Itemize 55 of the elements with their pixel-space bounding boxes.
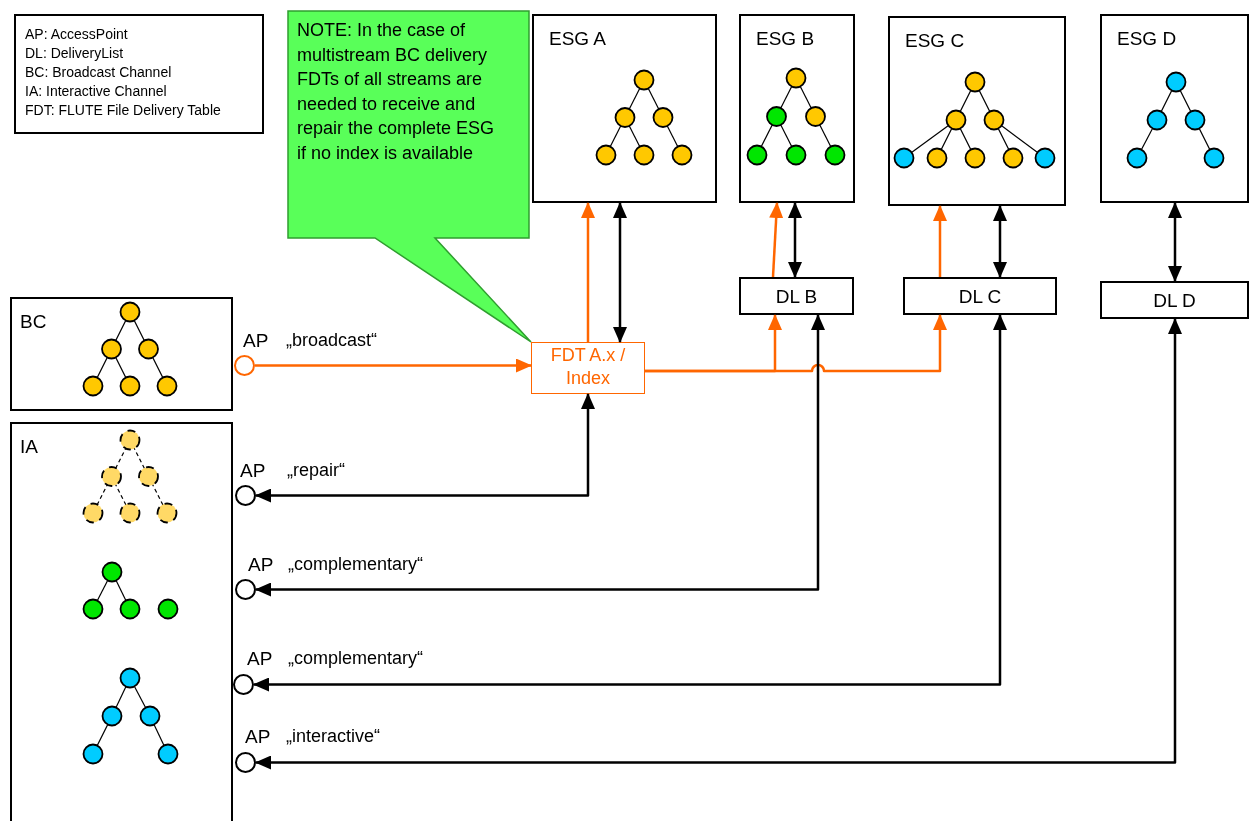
- delivery-list-box: [1100, 281, 1249, 319]
- abbreviation-text: BC: Broadcast Channel: [25, 64, 172, 80]
- channel-name-label: „complementary“: [288, 554, 424, 575]
- arrow: [769, 202, 784, 278]
- box-title: DL B: [775, 286, 818, 308]
- box-title: DL D: [1153, 290, 1196, 312]
- box-title: IA: [20, 436, 38, 458]
- box-title: ESG B: [756, 28, 815, 50]
- access-point-circle: [235, 485, 256, 506]
- channel-name-label: „interactive“: [286, 726, 381, 747]
- access-point-label: AP: [248, 554, 274, 576]
- fdt-index-box: [531, 342, 645, 394]
- channel-name-label: „complementary“: [288, 648, 424, 669]
- arrow: [581, 202, 595, 342]
- abbreviation-text: AP: AccessPoint: [25, 26, 128, 42]
- arrow: [645, 314, 947, 373]
- arrow: [933, 205, 947, 277]
- access-point-label: AP: [247, 648, 273, 670]
- arrow: [255, 314, 825, 597]
- access-point-label: AP: [243, 330, 269, 352]
- esg-box: [532, 14, 717, 203]
- arrow: [253, 314, 1007, 692]
- abbreviation-box: [14, 14, 264, 134]
- arrow: [993, 205, 1007, 278]
- delivery-list-box: [739, 277, 854, 315]
- box-title: ESG A: [549, 28, 607, 50]
- box-title: FDT A.x / Index: [549, 344, 627, 390]
- note-text: NOTE: In the case of multistream BC delivery FDTs of all streams are needed to receive and repair the complete ESG if no index is available: [297, 19, 496, 165]
- access-point-label: AP: [245, 726, 271, 748]
- channel-box: [10, 422, 233, 821]
- access-point-circle: [233, 674, 254, 695]
- arrow: [255, 393, 595, 503]
- esg-box: [888, 16, 1066, 206]
- channel-name-label: „repair“: [287, 460, 345, 481]
- abbreviation-text: DL: DeliveryList: [25, 45, 124, 61]
- abbreviation-text: IA: Interactive Channel: [25, 83, 167, 99]
- abbreviation-text: FDT: FLUTE File Delivery Table: [25, 102, 221, 118]
- box-title: ESG D: [1117, 28, 1177, 50]
- delivery-list-box: [903, 277, 1057, 315]
- access-point-circle: [235, 579, 256, 600]
- esg-box: [739, 14, 855, 203]
- access-point-circle: [234, 355, 255, 376]
- channel-box: [10, 297, 233, 411]
- channel-name-label: „broadcast“: [286, 330, 378, 351]
- box-title: BC: [20, 311, 47, 333]
- arrow: [1168, 202, 1182, 282]
- arrow: [255, 358, 532, 373]
- box-title: DL C: [958, 286, 1002, 308]
- box-title: ESG C: [905, 30, 965, 52]
- arrow: [788, 202, 802, 278]
- arrow: [255, 318, 1182, 770]
- access-point-circle: [235, 752, 256, 773]
- arrow: [613, 202, 627, 343]
- esg-box: [1100, 14, 1249, 203]
- access-point-label: AP: [240, 460, 266, 482]
